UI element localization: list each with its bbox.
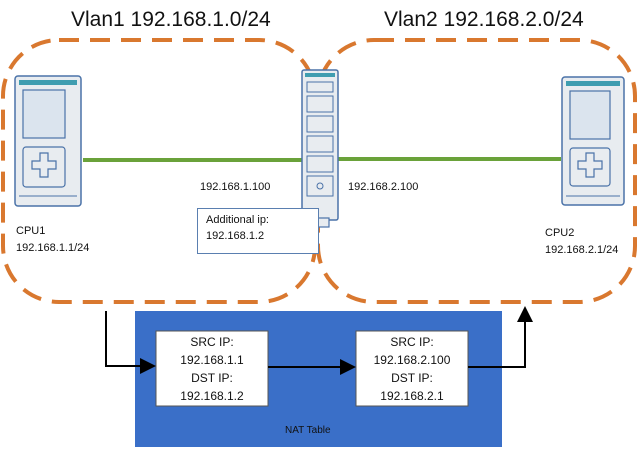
nat-entry-2-src-label: SRC IP: [390, 335, 434, 349]
switch-right-ip: 192.168.2.100 [348, 181, 419, 193]
vlan2-zone [316, 38, 637, 304]
arrow-cpu1-to-nat [105, 311, 156, 374]
additional-ip-value: 192.168.1.2 [206, 230, 265, 242]
nat-entry-1-src-ip: 192.168.1.1 [180, 353, 244, 367]
additional-ip-label: Additional ip: [206, 214, 269, 226]
cpu1-name: CPU1 [16, 225, 46, 237]
nat-entry-2: SRC IP: 192.168.2.100 DST IP: 192.168.2.… [356, 333, 468, 405]
cpu1-device-icon [14, 75, 82, 207]
arrow-nat-to-cpu2 [468, 306, 533, 368]
cpu2-ip: 192.168.2.1/24 [545, 244, 619, 256]
additional-ip-annotation: Additional ip: 192.168.1.2 [197, 208, 319, 254]
nat-entry-1-src-label: SRC IP: [190, 335, 234, 349]
cpu1-ip: 192.168.1.1/24 [16, 242, 90, 254]
nat-entry-2-box [355, 330, 469, 407]
cpu2-name: CPU2 [545, 227, 575, 239]
nat-entry-1-box [155, 330, 269, 407]
vlan1-title: Vlan1 192.168.1.0/24 [71, 8, 271, 31]
nat-table-label: NAT Table [285, 425, 331, 436]
switch-left-ip: 192.168.1.100 [200, 181, 271, 193]
nat-entry-2-dst-ip: 192.168.2.1 [380, 389, 444, 403]
nat-entry-1-dst-label: DST IP: [191, 371, 233, 385]
cpu2-device-icon [561, 76, 625, 206]
nat-entry-2-dst-label: DST IP: [391, 371, 433, 385]
nat-entry-1: SRC IP: 192.168.1.1 DST IP: 192.168.1.2 [156, 333, 268, 405]
vlan1-zone [1, 38, 317, 304]
nat-entry-2-src-ip: 192.168.2.100 [373, 353, 451, 367]
nat-entry-1-dst-ip: 192.168.1.2 [180, 389, 244, 403]
vlan2-title: Vlan2 192.168.2.0/24 [384, 8, 584, 31]
switch-device-icon [301, 69, 339, 228]
